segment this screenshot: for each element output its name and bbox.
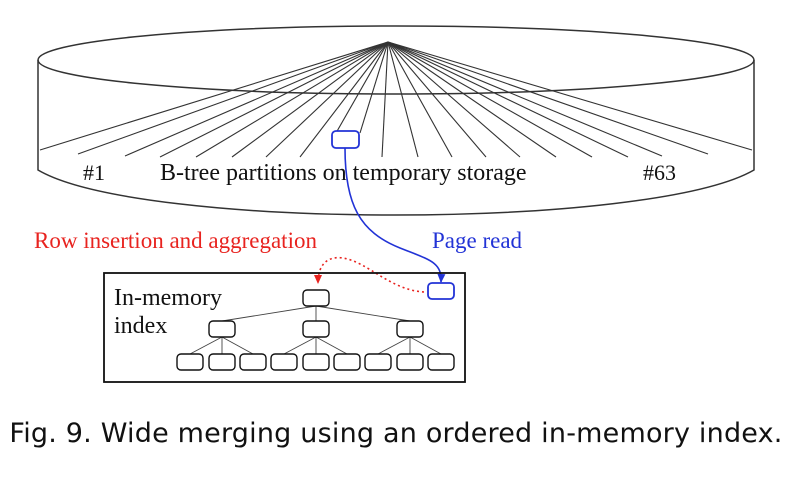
partition-line	[381, 41, 389, 158]
partition-line	[124, 41, 389, 157]
tree-node	[396, 353, 424, 371]
tree-edge	[315, 305, 411, 322]
insertion-arrow	[314, 256, 425, 293]
partition-line	[359, 41, 389, 134]
partition-line	[39, 41, 389, 151]
partition-line	[387, 41, 521, 158]
partition-first-label: #1	[83, 160, 105, 185]
partition-line	[387, 41, 709, 155]
partition-line	[387, 41, 753, 151]
partition-line	[231, 41, 389, 158]
partition-line	[265, 41, 389, 158]
tree-edge	[315, 336, 348, 355]
tree-edge	[221, 305, 317, 322]
tree-edge	[221, 336, 254, 355]
partition-line	[387, 41, 593, 158]
storage-title: B-tree partitions on temporary storage	[160, 160, 527, 186]
page-read-label: Page read	[432, 228, 523, 253]
tree-edge	[377, 336, 411, 355]
partition-last-label: #63	[643, 160, 676, 185]
index-label-line2: index	[114, 313, 167, 339]
btree	[176, 289, 455, 371]
disk-page-box	[331, 130, 360, 149]
partition-line	[335, 41, 389, 134]
partition-lines	[39, 41, 753, 158]
disk-body	[37, 60, 755, 216]
partition-line	[195, 41, 389, 158]
tree-node	[427, 353, 455, 371]
partition-line	[387, 41, 629, 158]
tree-node	[302, 289, 330, 307]
tree-edge	[189, 336, 223, 355]
tree-node	[208, 353, 236, 371]
index-label-line1: In-memory	[114, 285, 222, 311]
tree-node	[270, 353, 298, 371]
partition-line	[299, 41, 389, 158]
figure-caption: Fig. 9. Wide merging using an ordered in…	[9, 418, 783, 449]
partition-line	[387, 41, 453, 158]
insertion-label: Row insertion and aggregation	[34, 228, 317, 253]
partition-line	[387, 41, 557, 158]
partition-line	[387, 41, 487, 158]
partition-line	[159, 41, 389, 158]
tree-edge	[409, 336, 442, 355]
memory-page-box	[427, 282, 455, 300]
tree-edge	[283, 336, 317, 355]
storage-disk	[37, 25, 755, 216]
in-memory-index-frame	[103, 272, 466, 383]
tree-node	[333, 353, 361, 371]
disk-top	[37, 25, 755, 95]
partition-line	[387, 41, 419, 158]
partition-line	[387, 41, 663, 157]
tree-node	[302, 320, 330, 338]
tree-node	[364, 353, 392, 371]
partition-line	[77, 41, 389, 155]
tree-node	[239, 353, 267, 371]
diagram-canvas: #1 B-tree partitions on temporary storag…	[34, 25, 755, 383]
tree-node	[208, 320, 236, 338]
tree-node	[302, 353, 330, 371]
tree-node	[176, 353, 204, 371]
tree-node	[396, 320, 424, 338]
page-read-arrow	[344, 147, 446, 283]
